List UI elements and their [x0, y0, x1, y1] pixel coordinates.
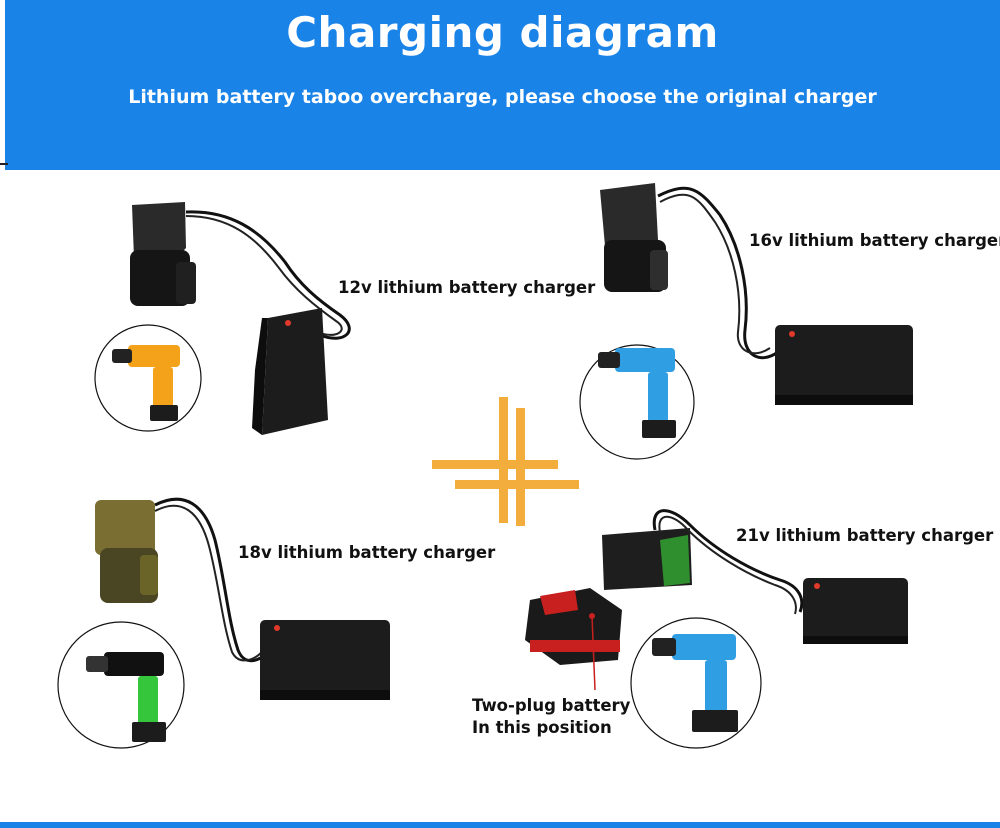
note-position: In this position: [472, 718, 612, 737]
charger-12v-group: [94, 202, 351, 435]
page-title: Charging diagram: [286, 8, 719, 57]
label-16v-charger: 16v lithium battery charger: [749, 231, 1000, 250]
label-18v-charger: 18v lithium battery charger: [238, 543, 496, 562]
charger-16v-group: [579, 183, 913, 460]
charger-18v-group: [57, 497, 390, 749]
divider-mark: [0, 163, 8, 165]
center-cross-decoration: [432, 397, 579, 526]
label-21v-charger: 21v lithium battery charger: [736, 526, 994, 545]
label-12v-charger: 12v lithium battery charger: [338, 278, 596, 297]
header-banner: Charging diagram Lithium battery taboo o…: [5, 0, 1000, 170]
note-two-plug-battery: Two-plug battery: [472, 696, 631, 715]
bottom-divider: [0, 822, 1000, 828]
page-subtitle: Lithium battery taboo overcharge, please…: [128, 86, 877, 108]
charger-21v-group: [525, 509, 908, 749]
